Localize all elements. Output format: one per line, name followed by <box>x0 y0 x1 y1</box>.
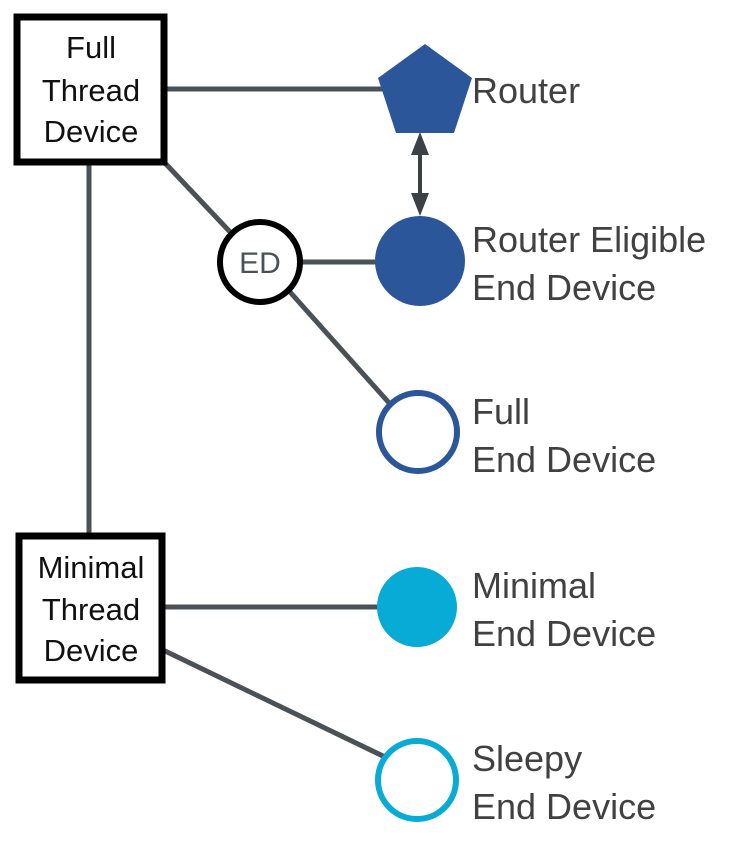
connector-mtd-to-sleepy-end-device <box>161 647 387 760</box>
connector-ed-hub-to-full-end-device <box>288 290 392 406</box>
full-thread-device-label-line-2: Thread <box>42 73 140 108</box>
full-end-device-label-line-1: Full <box>472 391 530 432</box>
router-eligible-end-device-label-line-1: Router Eligible <box>472 219 706 260</box>
full-end-device-circle-icon <box>376 390 460 474</box>
minimal-thread-device-box: Minimal Thread Device <box>15 532 166 684</box>
sleepy-end-device-label-line-1: Sleepy <box>472 738 582 779</box>
end-device-hub-label: ED <box>239 247 281 280</box>
sleepy-end-device-circle-icon <box>375 738 459 822</box>
connector-ftd-to-ed-hub <box>162 160 234 236</box>
router-eligible-end-device-circle-icon <box>375 216 465 306</box>
minimal-end-device-circle-icon <box>377 567 457 647</box>
connector-layer <box>86 86 429 760</box>
full-thread-device-label-line-1: Full <box>66 30 116 65</box>
full-thread-device-box-outline <box>13 13 168 166</box>
minimal-thread-device-label-line-3: Device <box>44 633 139 668</box>
sleepy-end-device-label-line-2: End Device <box>472 786 656 827</box>
minimal-thread-device-label-line-2: Thread <box>42 592 140 627</box>
minimal-end-device-label-line-1: Minimal <box>472 565 596 606</box>
end-device-hub: ED <box>217 219 303 305</box>
end-device-hub-circle <box>217 219 303 305</box>
minimal-thread-device-label-line-1: Minimal <box>38 550 145 585</box>
router-eligible-end-device-label-line-2: End Device <box>472 267 656 308</box>
minimal-end-device-label-line-2: End Device <box>472 613 656 654</box>
minimal-thread-device-box-outline <box>15 532 166 684</box>
connector-router-reed-promotion <box>411 132 429 216</box>
full-thread-device-box: Full Thread Device <box>13 13 168 166</box>
router-label: Router <box>472 70 580 111</box>
router-pentagon-icon <box>378 44 472 133</box>
full-end-device-label-line-2: End Device <box>472 439 656 480</box>
full-thread-device-label-line-3: Device <box>44 114 139 149</box>
